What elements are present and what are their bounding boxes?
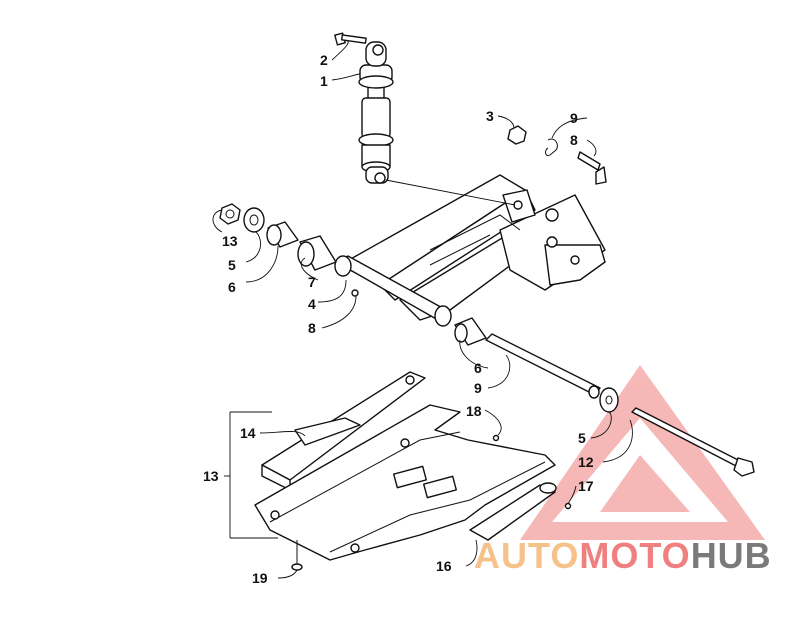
callout-labels: 2 1 3 9 8 13 5 6 7 4 8 6 9 5 12 18 14 13… xyxy=(203,52,594,586)
cross-tube xyxy=(334,255,452,327)
top-hardware xyxy=(507,125,607,185)
callout-1: 1 xyxy=(320,73,328,89)
callout-10: 8 xyxy=(570,132,578,148)
callout-5-right: 5 xyxy=(578,430,586,446)
right-washer xyxy=(599,387,619,413)
skid-side-rail xyxy=(469,482,557,541)
watermark-wordmark: AUTOMOTOHUB xyxy=(474,535,772,576)
callout-13: 13 xyxy=(222,233,238,249)
callout-8: 8 xyxy=(308,320,316,336)
callout-3: 3 xyxy=(486,108,494,124)
watermark-auto: AUTOMOTOHUB xyxy=(474,535,772,576)
callout-6-right: 6 xyxy=(474,360,482,376)
long-bolt xyxy=(631,407,755,477)
callout-2: 2 xyxy=(320,52,328,68)
left-hardware xyxy=(219,203,337,271)
skid-assembly xyxy=(254,371,556,561)
callout-15: 14 xyxy=(240,425,256,441)
callout-7: 7 xyxy=(308,274,316,290)
watermark-part1: AUTO xyxy=(474,535,579,576)
callout-18: 18 xyxy=(466,403,482,419)
callout-16: 16 xyxy=(436,558,452,574)
callout-14: 13 xyxy=(203,468,219,484)
callout-17: 17 xyxy=(578,478,594,494)
callout-12: 12 xyxy=(578,454,594,470)
shock-absorber xyxy=(358,41,394,184)
callout-5-left: 5 xyxy=(228,257,236,273)
callout-4: 4 xyxy=(308,296,316,312)
watermark-part2: MOTO xyxy=(579,535,690,576)
tiny-rivet xyxy=(492,434,572,510)
callout-9: 9 xyxy=(474,380,482,396)
leader-lines xyxy=(212,39,633,579)
shock-bolt xyxy=(334,32,367,46)
watermark-logo xyxy=(520,365,765,540)
callout-19: 19 xyxy=(252,570,268,586)
watermark-part3: HUB xyxy=(691,535,772,576)
swing-arm xyxy=(339,174,606,321)
axle xyxy=(454,317,601,399)
callout-6-left: 6 xyxy=(228,279,236,295)
callout-11: 9 xyxy=(570,110,578,126)
